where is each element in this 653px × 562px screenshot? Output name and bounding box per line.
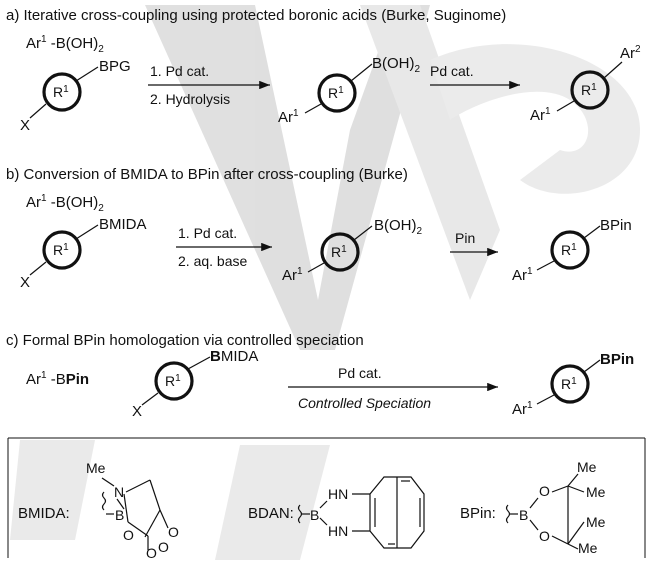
bdan-label: BDAN: [248, 505, 294, 522]
bmida-label: BMIDA: [18, 505, 70, 522]
panel-c-heading: c) Formal BPin homologation via controll… [6, 332, 364, 349]
svg-text:R1: R1 [561, 242, 577, 258]
ring-b3 [550, 230, 590, 270]
svg-text:R1: R1 [331, 244, 347, 260]
svg-text:O: O [539, 483, 550, 499]
bpin-c: BPin [600, 351, 634, 368]
bmida-group-b: BMIDA [99, 216, 147, 233]
bmida-group-c: BMIDA [210, 348, 258, 365]
bpin-structure: B O O Me Me Me Me [505, 459, 606, 556]
bpin-label: BPin: [460, 505, 496, 522]
ring-b1 [42, 230, 82, 270]
svg-text:B: B [519, 507, 528, 523]
ring-a1 [42, 72, 82, 112]
svg-text:R1: R1 [328, 85, 344, 101]
ar1-b3: Ar1 [512, 266, 533, 284]
svg-text:HN: HN [328, 523, 348, 539]
ring-b2 [320, 232, 360, 272]
svg-text:Me: Me [86, 460, 106, 476]
arrow-a1-step1: 1. Pd cat. [150, 63, 209, 79]
ar1-b2: Ar1 [282, 266, 303, 284]
bmida-structure: Me N B O O O O [86, 460, 179, 561]
svg-text:O: O [158, 539, 169, 555]
panel-c: c) Formal BPin homologation via controll… [6, 332, 634, 420]
svg-text:B: B [115, 507, 124, 523]
arrow-a2-step: Pd cat. [430, 63, 474, 79]
boh2-a: B(OH)2 [372, 55, 421, 75]
x-label-a: X [20, 117, 30, 134]
panel-a-heading: a) Iterative cross-coupling using protec… [6, 7, 506, 24]
svg-text:HN: HN [328, 486, 348, 502]
svg-text:O: O [168, 524, 179, 540]
ring-a3 [570, 70, 610, 110]
ring-c2 [550, 364, 590, 404]
panel-c-reagent: Ar1 -BPin [26, 370, 89, 388]
arrow-c-below: Controlled Speciation [298, 395, 431, 411]
svg-text:O: O [123, 527, 134, 543]
ar2-a: Ar2 [620, 44, 641, 62]
x-label-c: X [132, 403, 142, 420]
svg-text:R1: R1 [53, 242, 69, 258]
svg-text:Me: Me [586, 484, 606, 500]
panel-a-reagent: Ar1 -B(OH)2 [26, 34, 104, 55]
arrow-a1-step2: 2. Hydrolysis [150, 91, 230, 107]
arrow-c-above: Pd cat. [338, 365, 382, 381]
boh2-b: B(OH)2 [374, 217, 423, 237]
watermark [10, 5, 640, 560]
svg-text:Me: Me [578, 540, 598, 556]
svg-text:O: O [146, 545, 157, 561]
svg-text:O: O [539, 528, 550, 544]
arrow-b1-step1: 1. Pd cat. [178, 225, 237, 241]
ar1-a3: Ar1 [530, 106, 551, 124]
x-label-b: X [20, 274, 30, 291]
panel-a: a) Iterative cross-coupling using protec… [6, 7, 641, 134]
svg-text:R1: R1 [165, 373, 181, 389]
arrow-b2-step: Pin [455, 230, 475, 246]
panel-b-reagent: Ar1 -B(OH)2 [26, 193, 104, 214]
svg-text:R1: R1 [561, 376, 577, 392]
svg-text:Me: Me [577, 459, 597, 475]
svg-text:Me: Me [586, 514, 606, 530]
ar1-a2: Ar1 [278, 108, 299, 126]
svg-text:B: B [310, 507, 319, 523]
legend-box: BMIDA: Me N B O O O O BDAN: B [7, 437, 646, 561]
ring-a2 [317, 73, 357, 113]
svg-text:R1: R1 [581, 82, 597, 98]
svg-text:N: N [114, 484, 124, 500]
ar1-c2: Ar1 [512, 400, 533, 418]
bpin-b: BPin [600, 217, 632, 234]
panel-b: b) Conversion of BMIDA to BPin after cro… [6, 166, 632, 291]
bdan-structure: B HN HN [297, 476, 425, 549]
panel-b-heading: b) Conversion of BMIDA to BPin after cro… [6, 166, 408, 183]
svg-text:R1: R1 [53, 84, 69, 100]
arrow-b1-step2: 2. aq. base [178, 253, 247, 269]
ring-c1 [154, 361, 194, 401]
bpg-group: BPG [99, 58, 131, 75]
